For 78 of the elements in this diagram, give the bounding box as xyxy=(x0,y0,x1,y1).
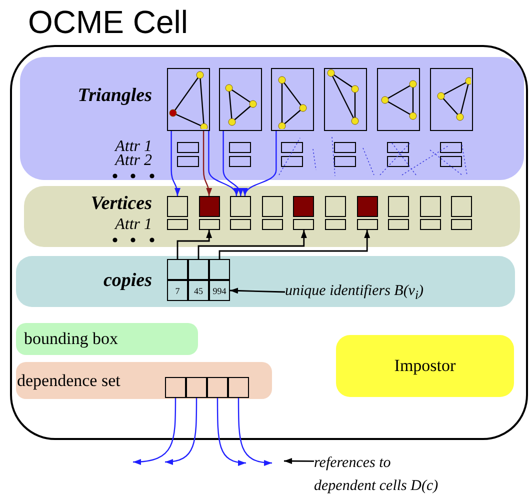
attribute-slot xyxy=(198,219,220,230)
attribute-slot xyxy=(230,219,252,230)
arrow xyxy=(243,131,277,196)
attribute-slot xyxy=(451,219,472,230)
attribute-label: Attr 2 xyxy=(115,152,152,170)
table-cell xyxy=(186,377,207,398)
row-heading: Triangles xyxy=(78,85,152,107)
vertex-slot xyxy=(420,196,441,217)
arrow xyxy=(216,398,246,466)
arrow xyxy=(198,230,307,259)
vertex-slot xyxy=(262,196,283,217)
triangle-drawing xyxy=(430,68,473,131)
arrow xyxy=(238,398,272,466)
triangle-drawing xyxy=(219,68,262,131)
dependence-set-panel xyxy=(16,362,272,399)
attribute-slot xyxy=(262,219,283,230)
title-heading: OCME Cell xyxy=(28,4,188,41)
arrow xyxy=(164,398,198,465)
bounding-box-panel: bounding box xyxy=(16,323,198,355)
triangle-drawing xyxy=(377,68,420,131)
attribute-slot xyxy=(177,156,199,167)
table-cell xyxy=(188,259,209,280)
vertex-slot xyxy=(356,196,378,217)
attribute-slot xyxy=(356,219,378,230)
annotation-text: unique identifiers B(v$_{i}$) xyxy=(285,283,485,303)
attribute-slot xyxy=(325,219,346,230)
vertices-panel xyxy=(24,186,520,247)
triangle-drawing xyxy=(324,68,367,131)
table-cell: 7 xyxy=(167,280,188,301)
attribute-slot xyxy=(420,219,441,230)
vertex-slot xyxy=(451,196,472,217)
triangle-drawing xyxy=(167,68,210,131)
attribute-slot xyxy=(167,219,188,230)
attribute-slot xyxy=(281,142,303,153)
table-cell xyxy=(209,259,230,280)
vertex-slot xyxy=(325,196,346,217)
vertex-slot xyxy=(198,196,220,217)
set-label: dependence set xyxy=(17,371,120,391)
attribute-slot xyxy=(293,219,314,230)
attribute-slot xyxy=(281,156,303,167)
attribute-slot xyxy=(387,142,409,153)
triangles-panel xyxy=(20,57,524,180)
arrow xyxy=(170,131,180,196)
attribute-slot xyxy=(334,156,356,167)
attribute-label: Attr 1 xyxy=(115,138,152,155)
arrow xyxy=(284,458,314,464)
table-cell xyxy=(165,377,186,398)
impostor-panel: Impostor xyxy=(336,335,514,397)
attribute-slot xyxy=(334,142,356,153)
attribute-slot xyxy=(440,142,462,153)
annotation-text: references to dependent cells D(c) xyxy=(314,452,450,498)
table-cell: 45 xyxy=(188,280,209,301)
table-cell xyxy=(228,377,249,398)
arrow xyxy=(222,131,243,196)
vertex-slot xyxy=(167,196,188,217)
arrow xyxy=(132,398,176,465)
row-heading: Vertices xyxy=(90,193,152,215)
copies-panel xyxy=(16,256,515,307)
table-cell: 994 xyxy=(209,280,230,301)
triangle-drawing xyxy=(271,68,314,131)
arrow xyxy=(176,230,212,259)
vertex-slot xyxy=(230,196,252,217)
arrow xyxy=(230,288,286,294)
attribute-slot xyxy=(440,156,462,167)
arrow xyxy=(218,230,370,259)
vertex-slot xyxy=(293,196,314,217)
attribute-slot xyxy=(177,142,199,153)
attribute-slot xyxy=(229,156,251,167)
table-cell xyxy=(167,259,188,280)
attribute-label: Attr 1 xyxy=(115,216,152,234)
attribute-slot xyxy=(388,219,410,230)
attribute-slot xyxy=(229,142,251,153)
attribute-slot xyxy=(387,156,409,167)
arrow xyxy=(208,131,238,196)
row-heading: copies xyxy=(103,270,152,292)
vertex-slot xyxy=(388,196,410,217)
table-cell xyxy=(207,377,228,398)
arrow xyxy=(202,131,212,196)
